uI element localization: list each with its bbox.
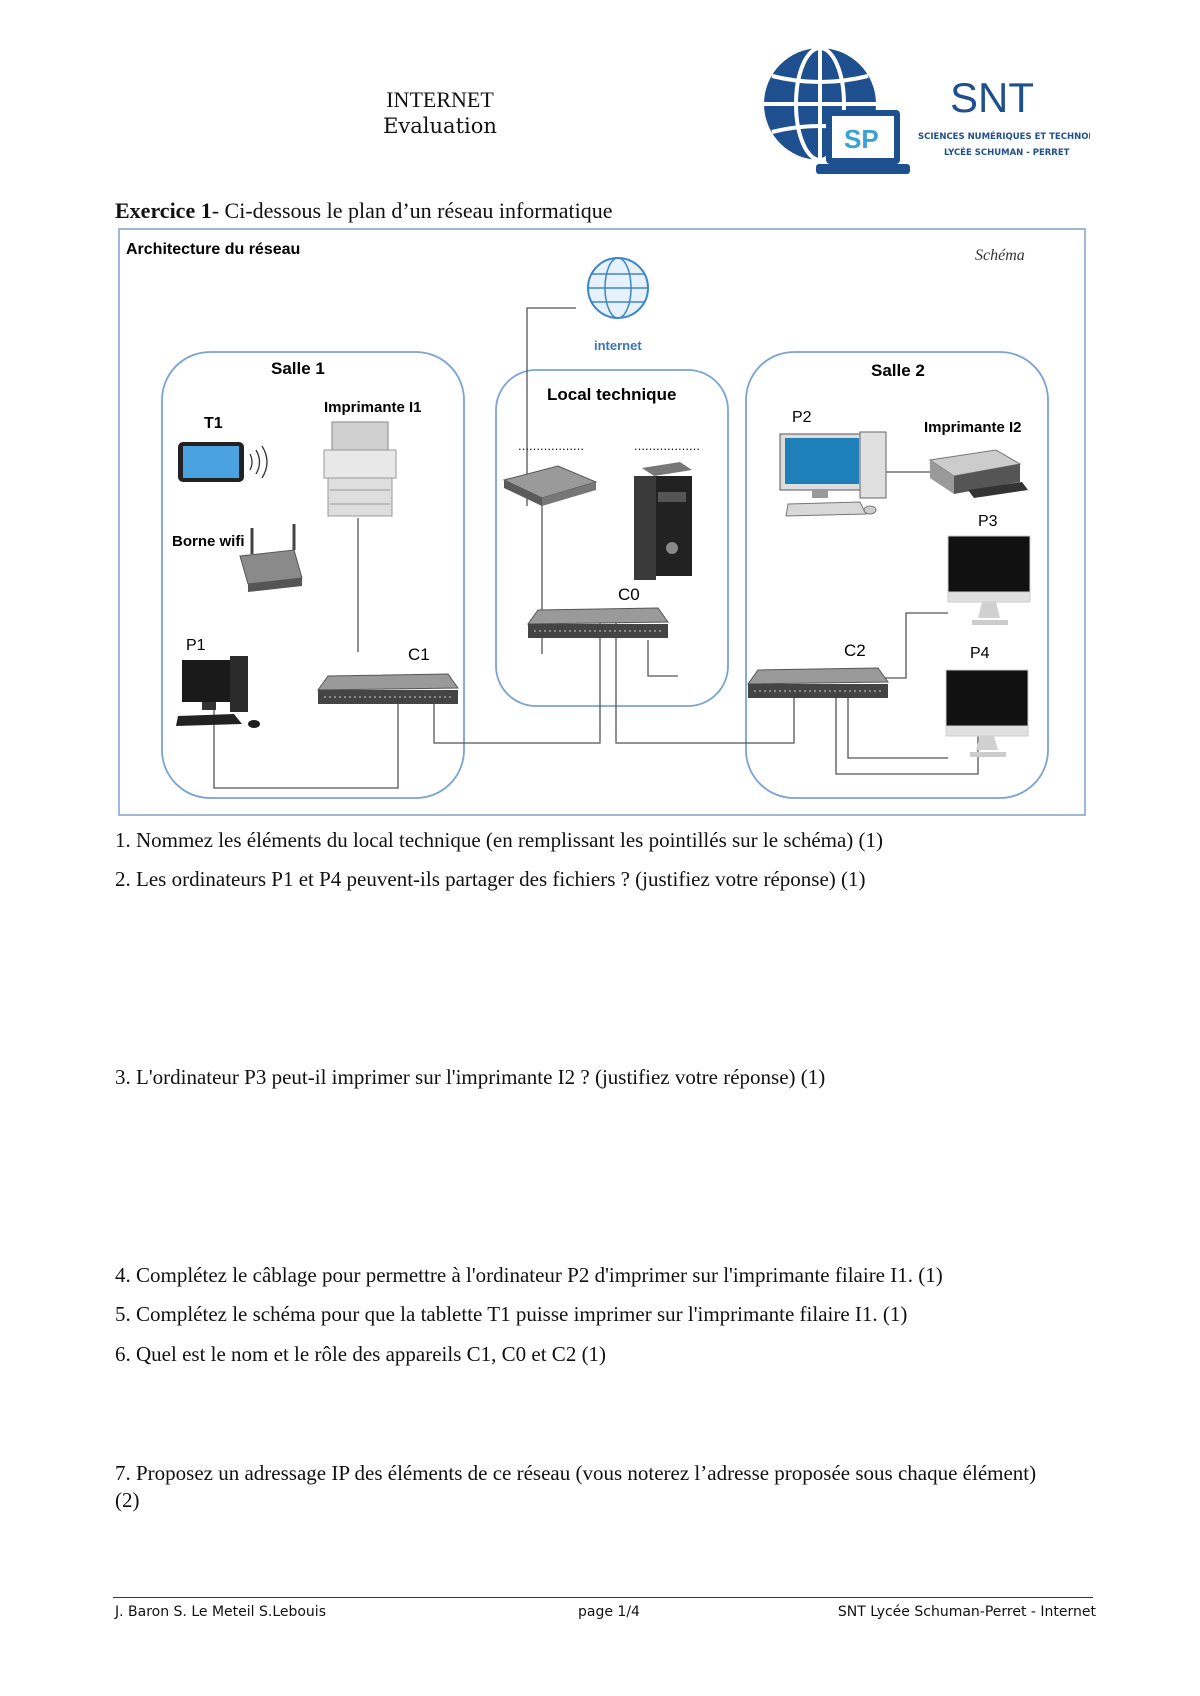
question-7: 7. Proposez un adressage IP des éléments… <box>115 1461 1037 1512</box>
c0-label: C0 <box>618 585 640 604</box>
internet-globe-icon <box>587 257 649 319</box>
c1-label: C1 <box>408 645 430 664</box>
page-subtitle: Evaluation <box>383 114 497 138</box>
exercise-number: Exercice 1 <box>115 198 212 223</box>
imac-p3-icon <box>947 535 1031 625</box>
question-2: 2. Les ordinateurs P1 et P4 peuvent-ils … <box>115 867 866 891</box>
p1-label: P1 <box>186 637 206 654</box>
office-printer-icon <box>323 421 397 517</box>
i2-label: Imprimante I2 <box>924 419 1022 436</box>
question-5: 5. Complétez le schéma pour que la table… <box>115 1302 908 1326</box>
wifi-router-icon <box>239 524 303 592</box>
diagram-frame <box>118 228 1086 816</box>
salle2-label: Salle 2 <box>871 361 925 380</box>
question-4: 4. Complétez le câblage pour permettre à… <box>115 1263 943 1287</box>
router-hub-icon <box>502 465 598 506</box>
logo-line2: LYCÉE SCHUMAN - PERRET <box>944 146 1070 158</box>
internet-label: internet <box>594 338 642 353</box>
logo-text: SNT <box>950 74 1034 121</box>
i1-label: Imprimante I1 <box>324 399 422 416</box>
question-1: 1. Nommez les éléments du local techniqu… <box>115 828 884 852</box>
exercise-description: - Ci-dessous le plan d’un réseau informa… <box>211 198 613 223</box>
borne-wifi-label: Borne wifi <box>172 533 245 550</box>
c2-label: C2 <box>844 641 866 660</box>
snt-logo: SP SNT SCIENCES NUMÉRIQUES ET TECHNOLOGI… <box>764 46 1090 174</box>
server-name-dots: ……………… <box>634 440 700 453</box>
schema-label: Schéma <box>975 247 1025 264</box>
salle1-label: Salle 1 <box>271 359 325 378</box>
footer-divider <box>113 1597 1093 1598</box>
hub-name-dots: ……………… <box>518 440 584 453</box>
room-salle1 <box>161 351 465 799</box>
question-3: 3. L'ordinateur P3 peut-il imprimer sur … <box>115 1065 826 1089</box>
switch-c1-icon <box>317 673 459 704</box>
p4-label: P4 <box>970 645 990 662</box>
desktop-computer-p2-icon <box>779 431 887 517</box>
exercise-title: Exercice 1- Ci-dessous le plan d’un rése… <box>115 198 613 224</box>
page-title: INTERNET <box>386 87 494 112</box>
network-diagram: Architecture du réseau Schéma Salle 1 Lo… <box>118 228 1086 816</box>
p2-label: P2 <box>792 409 812 426</box>
question-6: 6. Quel est le nom et le rôle des appare… <box>115 1342 607 1366</box>
room-salle2 <box>745 351 1049 799</box>
server-tower-icon <box>634 462 692 580</box>
t1-label: T1 <box>204 415 223 432</box>
switch-c2-icon <box>747 667 889 698</box>
laptop-icon: SP <box>816 110 910 174</box>
room-local-technique <box>495 369 729 707</box>
logo-line1: SCIENCES NUMÉRIQUES ET TECHNOLOGIE <box>918 130 1090 142</box>
desktop-computer-icon <box>176 656 260 728</box>
diagram-title: Architecture du réseau <box>126 241 300 258</box>
switch-c0-icon <box>527 607 669 638</box>
inkjet-printer-icon <box>928 449 1028 498</box>
local-technique-label: Local technique <box>547 385 676 404</box>
p3-label: P3 <box>978 513 998 530</box>
svg-text:SP: SP <box>844 124 879 154</box>
footer-authors: J. Baron S. Le Meteil S.Lebouis <box>115 1604 326 1620</box>
footer-page-number: page 1/4 <box>578 1604 640 1620</box>
imac-p4-icon <box>945 669 1029 757</box>
footer-course: SNT Lycée Schuman-Perret - Internet <box>837 1604 1096 1620</box>
tablet-icon <box>178 442 268 482</box>
